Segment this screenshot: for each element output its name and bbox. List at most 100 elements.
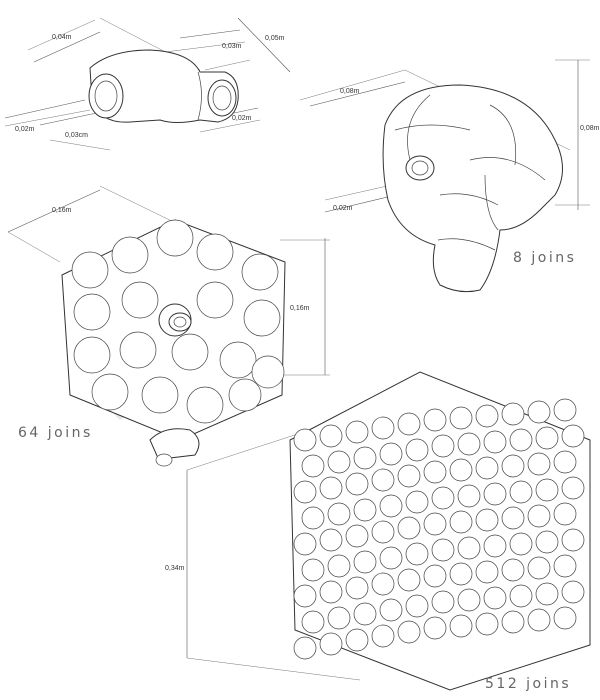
elbow-joint [475, 560, 499, 584]
elbow-joint [379, 546, 403, 570]
elbow-joint [301, 610, 325, 634]
cube-512-dimensions [186, 429, 361, 681]
elbow-joint [553, 502, 577, 526]
elbow-joint [501, 558, 525, 582]
elbow-joint [509, 480, 533, 504]
elbow-joint [327, 502, 351, 526]
elbow-joint [319, 632, 343, 656]
elbow-joint [327, 606, 351, 630]
elbow-joint [449, 406, 473, 430]
elbow-joint [501, 610, 525, 634]
dim-branch-length-label: 0,03m [222, 43, 242, 50]
dim-wall-label: 0,03cm [65, 132, 88, 139]
elbow-joint [319, 528, 343, 552]
elbow-joint [371, 624, 395, 648]
elbow-joint [397, 412, 421, 436]
elbow-joint [449, 510, 473, 534]
elbow-joint [327, 554, 351, 578]
elbow-joint [345, 628, 369, 652]
dim-height-label: 0,08m [580, 125, 600, 132]
cube-512-drawing: 0,34m [165, 371, 591, 691]
elbow-joint [475, 508, 499, 532]
dim-diameter-right-label: 0,02m [232, 115, 252, 122]
dim-overall-length-label: 0,05m [265, 35, 285, 42]
elbow-joint [535, 582, 559, 606]
elbow-joint [353, 498, 377, 522]
elbow-joint [293, 584, 317, 608]
cube-64-elbows [71, 219, 285, 424]
elbow-joint [475, 456, 499, 480]
elbow-joint [397, 568, 421, 592]
dim-diameter-left-label: 0,02m [15, 126, 35, 133]
elbow-joint [561, 580, 585, 604]
count-label-64: 64 joins [18, 425, 93, 441]
elbow-joint [483, 482, 507, 506]
elbow-joint [509, 428, 533, 452]
dim-depth-label: 0,08m [340, 88, 360, 95]
elbow-joint [293, 480, 317, 504]
elbow-joint [553, 606, 577, 630]
elbow-joint [561, 476, 585, 500]
single-joint-drawing: 0,04m 0,03m 0,05m 0,02m 0,03cm 0,02m [4, 17, 291, 151]
elbow-joint [561, 528, 585, 552]
elbow-joint [397, 516, 421, 540]
elbow-joint [457, 432, 481, 456]
count-label-8: 8 joins [513, 250, 577, 266]
elbow-joint [301, 454, 325, 478]
elbow-joint [345, 576, 369, 600]
elbow-joint [301, 506, 325, 530]
elbow-joint [371, 520, 395, 544]
elbow-joint [431, 538, 455, 562]
count-label-512: 512 joins [485, 676, 572, 692]
elbow-joint [527, 452, 551, 476]
elbow-joint [423, 460, 447, 484]
elbow-joint [423, 564, 447, 588]
elbow-joint [457, 536, 481, 560]
elbow-joint [353, 550, 377, 574]
elbow-joint [509, 532, 533, 556]
elbow-joint [319, 580, 343, 604]
elbow-joint [483, 430, 507, 454]
elbow-joint [449, 562, 473, 586]
elbow-joint [457, 484, 481, 508]
elbow-joint [501, 402, 525, 426]
elbow-joint [423, 616, 447, 640]
elbow-joint [379, 598, 403, 622]
elbow-joint [327, 450, 351, 474]
elbow-joint [397, 620, 421, 644]
elbow-joint [293, 428, 317, 452]
elbow-joint [449, 614, 473, 638]
elbow-joint [319, 424, 343, 448]
elbow-joint [535, 530, 559, 554]
elbow-joint [405, 594, 429, 618]
dim-width-label: 0,04m [52, 34, 72, 41]
elbow-joint [423, 408, 447, 432]
elbow-joint [509, 584, 533, 608]
elbow-joint [423, 512, 447, 536]
elbow-joint [501, 454, 525, 478]
dim-height-label: 0,16m [290, 305, 310, 312]
elbow-joint [553, 450, 577, 474]
elbow-joint [293, 636, 317, 660]
elbow-joint [345, 524, 369, 548]
cube-8-drawing: 0,08m 0,08m 0,02m [299, 59, 600, 293]
elbow-joint [483, 586, 507, 610]
elbow-joint [353, 602, 377, 626]
elbow-joint [501, 506, 525, 530]
dim-width-label: 0,16m [52, 207, 72, 214]
elbow-joint [345, 472, 369, 496]
cube-64-drawing: 0,16m 0,16m [7, 185, 330, 467]
elbow-joint [483, 534, 507, 558]
elbow-joint [379, 494, 403, 518]
elbow-joint [405, 490, 429, 514]
elbow-joint [379, 442, 403, 466]
elbow-joint [457, 588, 481, 612]
elbow-joint [405, 438, 429, 462]
elbow-joint [527, 608, 551, 632]
cube-512-elbows [293, 398, 585, 660]
elbow-joint [535, 478, 559, 502]
elbow-joint [397, 464, 421, 488]
dim-height-label: 0,34m [165, 565, 185, 572]
elbow-joint [371, 572, 395, 596]
elbow-joint [371, 468, 395, 492]
